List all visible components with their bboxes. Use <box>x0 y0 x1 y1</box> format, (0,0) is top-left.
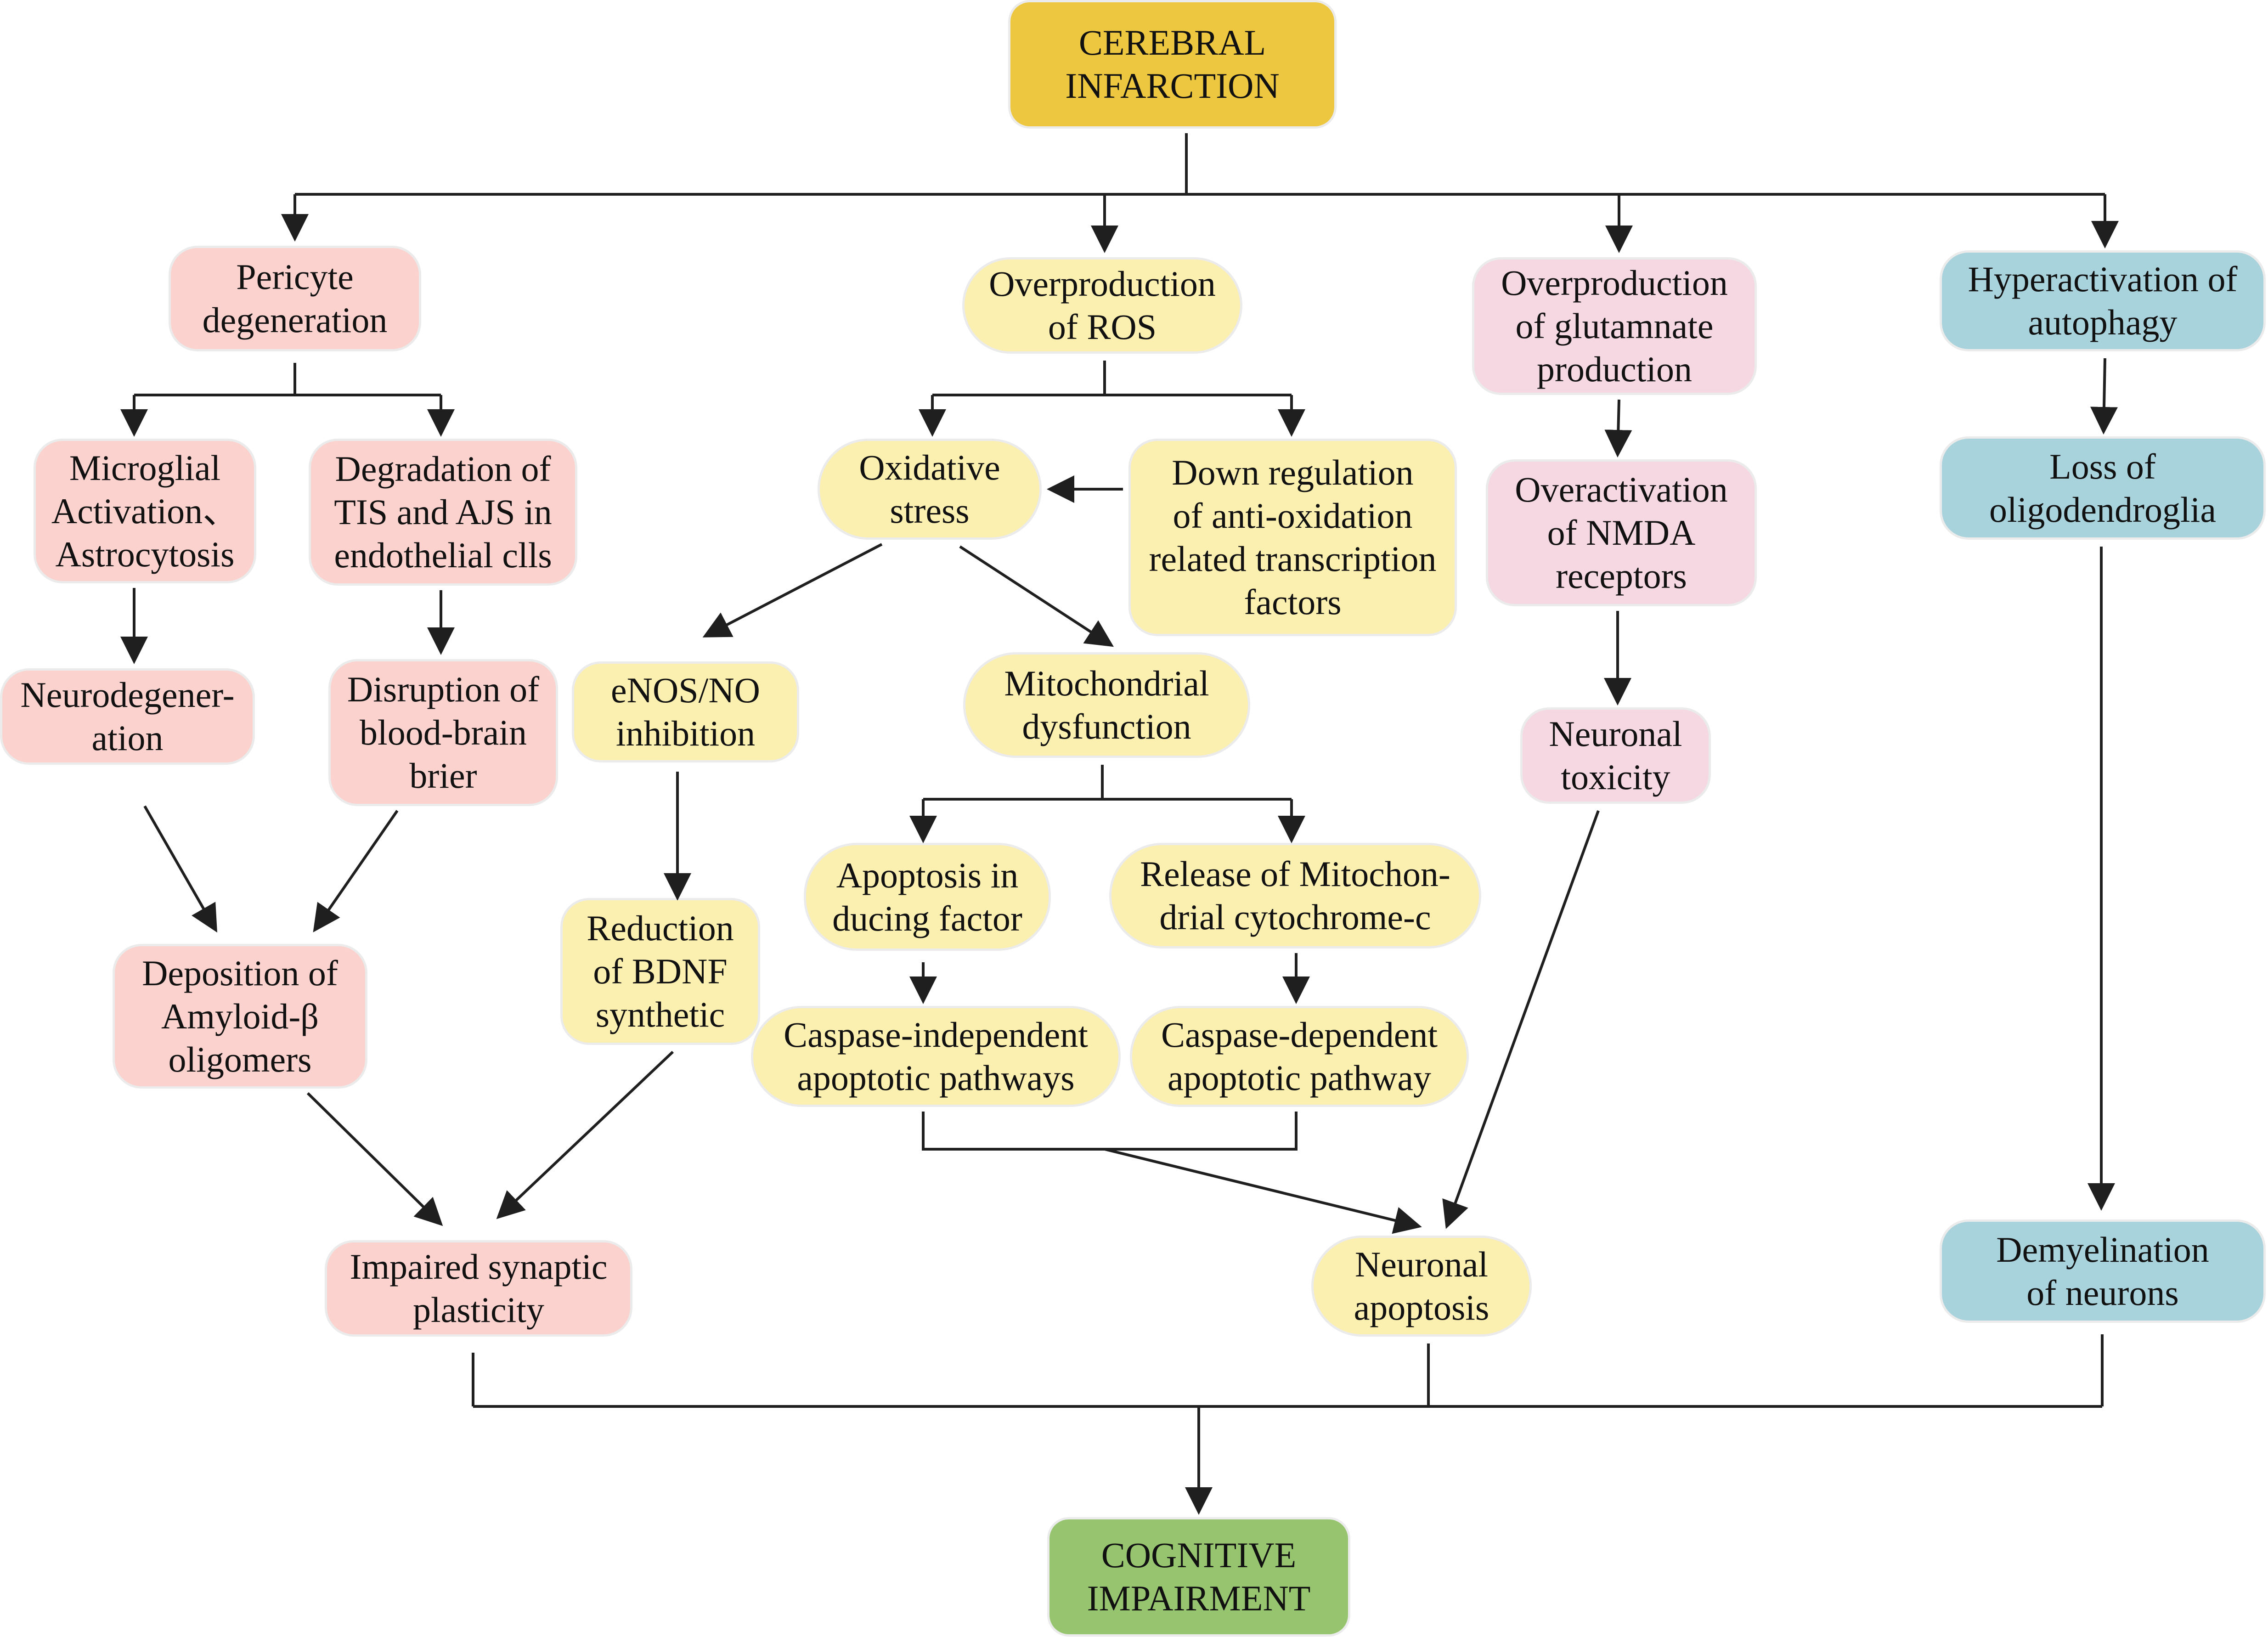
arrow-to-oligodendroglia <box>2090 358 2118 435</box>
node-cerebral-infarction: CEREBRAL INFARCTION <box>1010 2 1334 126</box>
node-cytochrome-c-release: Release of Mitochon- drial cytochrome-c <box>1111 845 1479 946</box>
arrow-bdnf-to-synaptic <box>496 1050 674 1219</box>
node-apoptosis-inducing-factor: Apoptosis in ducing factor <box>806 845 1049 948</box>
node-bdnf-reduction: Reduction of BDNF synthetic <box>563 900 758 1043</box>
arrow-to-mitochondrial <box>959 545 1114 647</box>
node-impaired-synaptic-plasticity: Impaired synaptic plasticity <box>327 1242 630 1334</box>
node-tis-ajs-degradation: Degradation of TIS and AJS in endothelia… <box>311 441 575 583</box>
arrow-to-enos <box>702 543 883 638</box>
node-ros-overproduction: Overproduction of ROS <box>965 260 1240 351</box>
arrow-caspase-to-apoptosis <box>1104 1148 1422 1234</box>
node-pericyte-degeneration: Pericyte degeneration <box>171 248 419 349</box>
arrow-to-nmda <box>1604 399 1632 457</box>
arrow-neurodegeneration-to-amyloid <box>143 805 217 933</box>
node-neurodegeneration: Neurodegener- ation <box>2 671 253 762</box>
arrow-amyloid-to-synaptic <box>306 1092 443 1226</box>
node-mitochondrial-dysfunction: Mitochondrial dysfunction <box>965 655 1248 756</box>
arrow-bbb-to-amyloid <box>313 810 399 932</box>
node-cognitive-impairment: COGNITIVE IMPAIRMENT <box>1049 1519 1348 1634</box>
node-autophagy-hyperactivation: Hyperactivation of autophagy <box>1942 253 2263 349</box>
node-enos-inhibition: eNOS/NO inhibition <box>574 664 797 760</box>
node-neuron-demyelination: Demyelination of neurons <box>1942 1222 2263 1321</box>
node-caspase-dependent: Caspase-dependent apoptotic pathway <box>1132 1008 1467 1105</box>
node-nmda-overactivation: Overactivation of NMDA receptors <box>1488 462 1755 604</box>
node-microglial-activation: Microglial Activation、 Astrocytosis <box>36 441 254 581</box>
node-oligodendroglia-loss: Loss of oligodendroglia <box>1942 439 2263 537</box>
caspase-merge-bracket <box>922 1112 1298 1151</box>
node-neuronal-toxicity: Neuronal toxicity <box>1523 710 1709 802</box>
node-neuronal-apoptosis: Neuronal apoptosis <box>1314 1238 1529 1334</box>
node-caspase-independent: Caspase-independent apoptotic pathways <box>753 1008 1118 1105</box>
node-antioxidation-downregulation: Down regulation of anti-oxidation relate… <box>1131 441 1455 634</box>
node-bbb-disruption: Disruption of blood-brain brier <box>331 661 556 804</box>
arrow-toxicity-to-apoptosis <box>1442 810 1600 1229</box>
node-oxidative-stress: Oxidative stress <box>820 441 1039 537</box>
node-amyloid-deposition: Deposition of Amyloid-β oligomers <box>115 946 365 1086</box>
node-glutamate-overproduction: Overproduction of glutamnate production <box>1474 260 1755 393</box>
